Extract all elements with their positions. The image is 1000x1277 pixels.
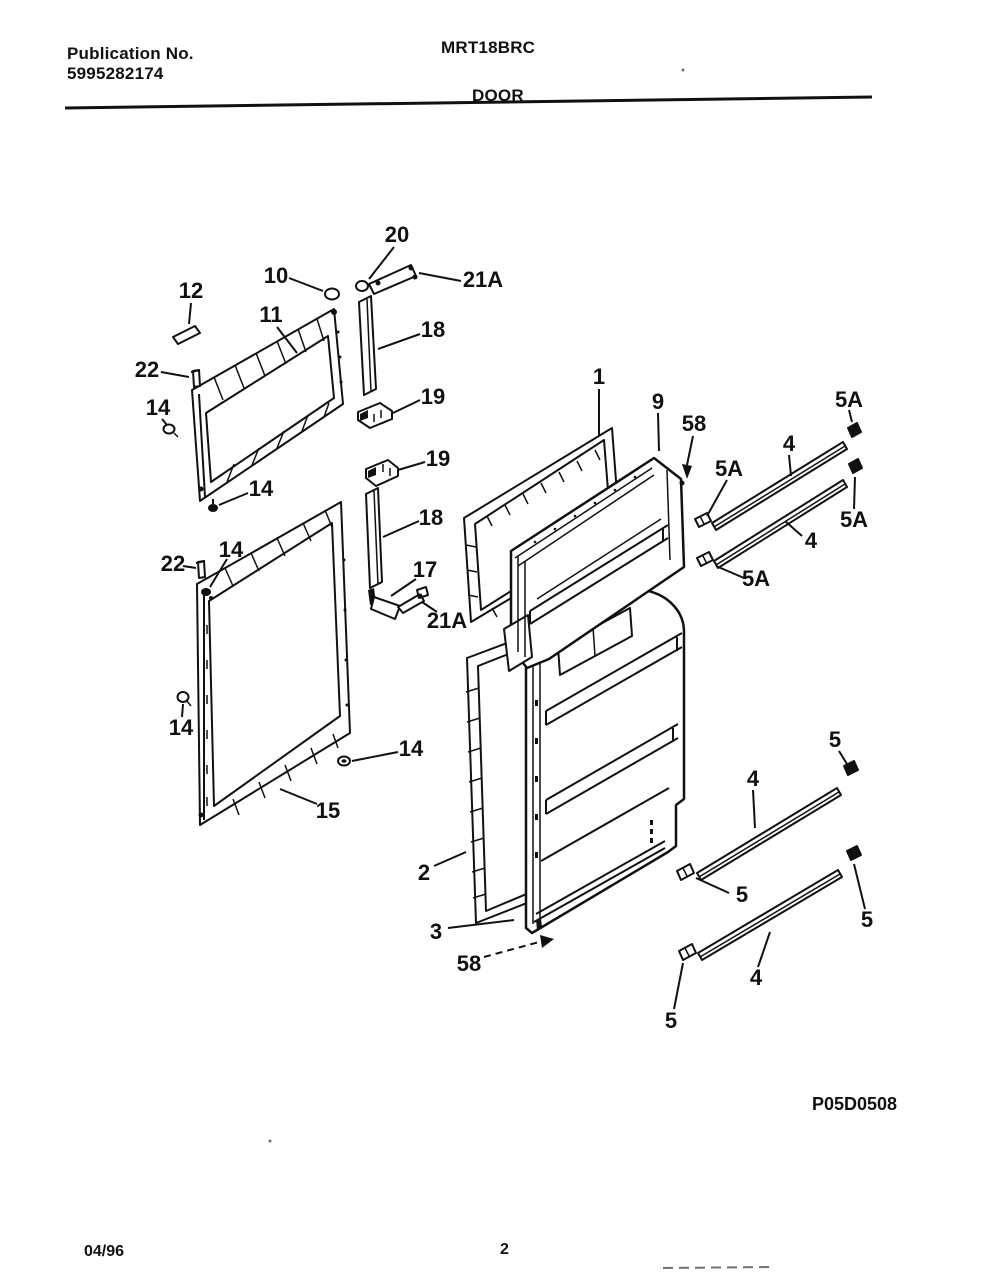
part-callout-15-29: 15 bbox=[315, 798, 341, 823]
publication-number: 5995282174 bbox=[67, 64, 164, 83]
part-callout-4-28: 4 bbox=[746, 766, 760, 791]
part-callout-5-32: 5 bbox=[860, 907, 874, 932]
freezer-door-gasket-1 bbox=[463, 427, 621, 623]
part-callout-1-7: 1 bbox=[592, 364, 606, 389]
part-callout-21a-24: 21A bbox=[426, 608, 468, 633]
part-callout-11-4: 11 bbox=[259, 302, 283, 327]
part-callout-20-0: 20 bbox=[384, 222, 410, 247]
scan-artifact-marks bbox=[268, 1139, 773, 1269]
plug-part-10 bbox=[324, 287, 340, 301]
part-callout-5-26: 5 bbox=[828, 727, 842, 752]
part-callout-9-10: 9 bbox=[651, 389, 665, 414]
hinge-arm-17-middle bbox=[368, 586, 429, 620]
part-callout-14-20: 14 bbox=[218, 537, 244, 562]
freezer-inner-panel-11 bbox=[191, 308, 344, 502]
leader-lines bbox=[160, 246, 866, 1010]
screw-part-22-upper bbox=[190, 369, 201, 388]
diagram-code: P05D0508 bbox=[812, 1094, 898, 1114]
part-callout-22-21: 22 bbox=[160, 551, 186, 576]
part-callout-4-13: 4 bbox=[782, 431, 796, 456]
part-callout-14-16: 14 bbox=[248, 476, 274, 501]
footer-page-number: 2 bbox=[500, 1241, 509, 1258]
grommet-part-14-upper bbox=[162, 423, 179, 438]
bracket-19-upper bbox=[357, 402, 393, 429]
cap-part-14-under-panel11 bbox=[208, 499, 218, 512]
part-callout-5-36: 5 bbox=[664, 1008, 678, 1033]
part-callout-5-31: 5 bbox=[735, 882, 749, 907]
part-callout-58-12: 58 bbox=[681, 411, 707, 436]
fridge-door-3 bbox=[524, 587, 686, 935]
screw-part-22-lower bbox=[195, 560, 206, 579]
grommet-part-14-left bbox=[176, 691, 192, 707]
part-callout-19-8: 19 bbox=[420, 384, 446, 409]
cap-part-14-bottom bbox=[337, 755, 351, 767]
hinge-pin-20 bbox=[355, 280, 369, 292]
breaker-bar-18-upper bbox=[358, 295, 377, 396]
cap-part-14-panel15-top bbox=[201, 588, 211, 596]
part-callout-17-22: 17 bbox=[412, 557, 438, 582]
bracket-19-lower bbox=[365, 459, 399, 487]
screw-58-lower-arrow bbox=[483, 918, 554, 958]
part-callout-58-34: 58 bbox=[456, 951, 482, 976]
section-title: DOOR bbox=[472, 86, 524, 105]
header-rule bbox=[64, 68, 873, 110]
freezer-door-9 bbox=[503, 456, 686, 672]
part-callout-3-33: 3 bbox=[429, 919, 443, 944]
part-callout-18-17: 18 bbox=[418, 505, 444, 530]
part-callout-4-35: 4 bbox=[749, 965, 763, 990]
clip-part-12 bbox=[172, 325, 201, 345]
part-callout-2-30: 2 bbox=[417, 860, 431, 885]
part-callout-14-25: 14 bbox=[168, 715, 194, 740]
fridge-handle-bars-4-5 bbox=[676, 760, 862, 961]
hinge-arm-21a-top bbox=[368, 264, 418, 295]
part-callout-12-3: 12 bbox=[178, 278, 204, 303]
breaker-bar-18-lower bbox=[365, 487, 383, 589]
part-callout-4-19: 4 bbox=[804, 528, 818, 553]
part-callout-19-14: 19 bbox=[425, 446, 451, 471]
part-callout-22-6: 22 bbox=[134, 357, 160, 382]
part-callout-5a-18: 5A bbox=[839, 507, 869, 532]
part-callout-18-5: 18 bbox=[420, 317, 446, 342]
footer-date: 04/96 bbox=[84, 1243, 125, 1260]
freezer-handle-bars-4-5a bbox=[694, 422, 863, 569]
part-callout-14-27: 14 bbox=[398, 736, 424, 761]
part-callout-21a-2: 21A bbox=[462, 267, 504, 292]
fridge-inner-panel-15 bbox=[196, 501, 351, 826]
part-callout-5a-9: 5A bbox=[834, 387, 864, 412]
part-callout-10-1: 10 bbox=[263, 263, 289, 288]
screw-58-upper-arrow bbox=[682, 435, 694, 479]
publication-label: Publication No. bbox=[67, 44, 194, 63]
model-number: MRT18BRC bbox=[441, 38, 536, 57]
part-callout-14-11: 14 bbox=[145, 395, 171, 420]
part-callout-5a-15: 5A bbox=[714, 456, 744, 481]
part-callout-5a-23: 5A bbox=[741, 566, 771, 591]
